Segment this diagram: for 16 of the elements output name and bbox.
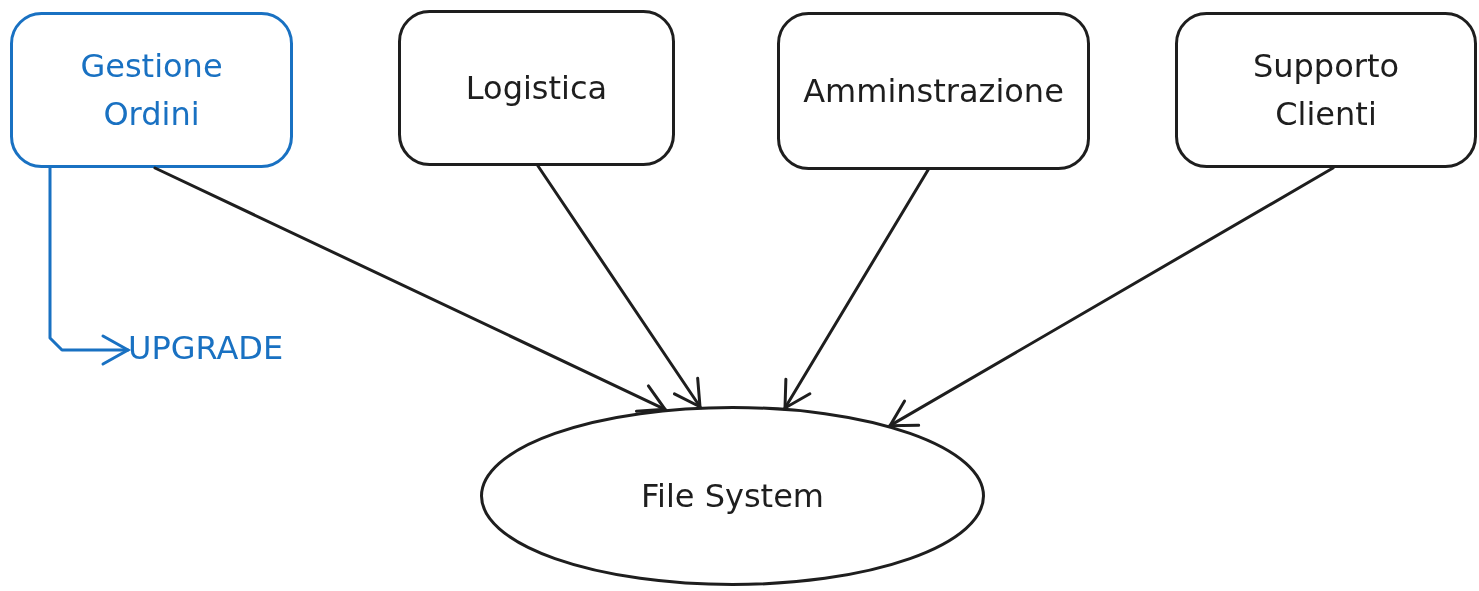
node-text: Supporto Clienti bbox=[1251, 46, 1401, 135]
node-text: Gestione Ordini bbox=[79, 46, 224, 135]
process-box bbox=[398, 10, 675, 166]
process-box bbox=[10, 12, 293, 168]
arrow bbox=[536, 164, 702, 409]
node-text: File System bbox=[640, 476, 824, 517]
arrow bbox=[888, 166, 1335, 428]
node-label: UPGRADE bbox=[128, 328, 284, 369]
node-text: Amminstrazione bbox=[803, 71, 1064, 112]
arrow bbox=[48, 166, 130, 366]
process-box bbox=[1175, 12, 1477, 168]
arrow bbox=[783, 168, 930, 410]
process-box bbox=[777, 12, 1090, 170]
storage-ellipse bbox=[480, 406, 985, 586]
node-text: Logistica bbox=[465, 68, 608, 109]
arrow bbox=[153, 166, 667, 413]
